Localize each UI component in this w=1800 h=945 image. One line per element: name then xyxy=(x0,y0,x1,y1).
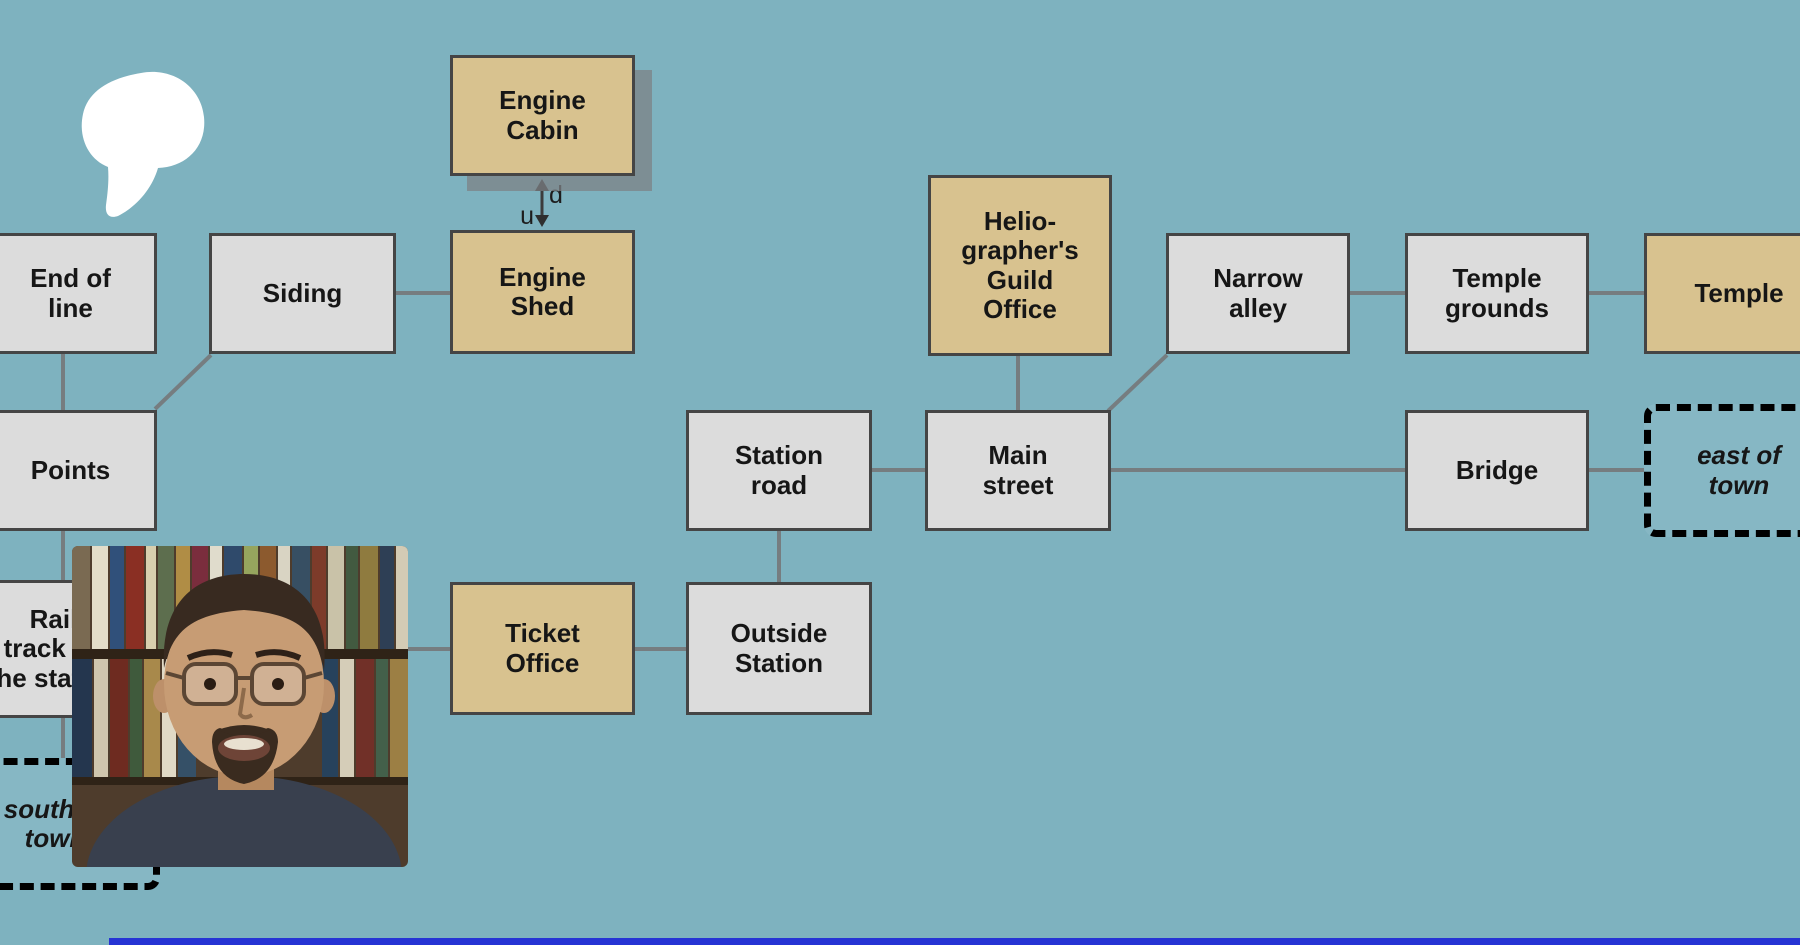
room-label-line: Rail xyxy=(29,603,78,634)
room-label-line: Engine xyxy=(499,261,586,292)
room-label-line: road xyxy=(750,469,808,500)
room-label-line: Main xyxy=(988,440,1048,471)
room-label-line: line xyxy=(48,292,93,323)
room-points[interactable]: Points xyxy=(0,410,157,531)
exit-label-d: d xyxy=(549,181,563,209)
room-label-line: grounds xyxy=(1445,292,1549,323)
connection-main-street-narrow-alley xyxy=(1106,353,1169,413)
room-label-line: Helio- xyxy=(983,205,1057,236)
room-label-line: End of xyxy=(30,263,111,294)
room-label-line: alley xyxy=(1229,292,1287,323)
room-label-line: Bridge xyxy=(1455,454,1539,485)
room-label-line: Temple xyxy=(1694,277,1784,308)
room-bridge[interactable]: Bridge xyxy=(1405,410,1589,531)
room-label-line: Office xyxy=(983,293,1057,324)
arrow-up-icon xyxy=(535,179,549,191)
room-label-line: Station xyxy=(734,440,824,471)
white-blob-logo-icon xyxy=(81,71,205,217)
arrow-down-icon xyxy=(535,215,549,227)
room-label-line: Ticket xyxy=(505,618,580,649)
room-label-line: Cabin xyxy=(506,114,579,145)
webcam-overlay xyxy=(72,546,408,867)
room-siding[interactable]: Siding xyxy=(209,233,396,354)
room-label-line: Office xyxy=(505,647,580,678)
room-label-line: street xyxy=(982,469,1054,500)
room-temple[interactable]: Temple xyxy=(1644,233,1800,354)
streamer-portrait xyxy=(72,546,408,867)
room-label-line: Points xyxy=(30,454,111,485)
room-label-line: Narrow xyxy=(1213,263,1303,294)
connection-points-siding xyxy=(153,353,213,411)
room-label-line: east of xyxy=(1697,440,1781,471)
room-label-line: Station xyxy=(734,647,824,678)
room-label-line: grapher's xyxy=(961,235,1079,266)
room-label-line: Guild xyxy=(986,264,1054,295)
exit-label-u: u xyxy=(520,202,534,230)
room-label-line: town xyxy=(1708,469,1770,500)
room-label-line: Shed xyxy=(510,291,575,321)
progress-bar[interactable] xyxy=(109,938,1800,945)
room-label-line: Temple xyxy=(1452,263,1542,294)
streamer-face xyxy=(86,574,402,867)
room-label-line: Siding xyxy=(262,277,343,308)
room-label-line: Engine xyxy=(499,85,586,116)
room-label-line: Outside xyxy=(730,618,828,649)
